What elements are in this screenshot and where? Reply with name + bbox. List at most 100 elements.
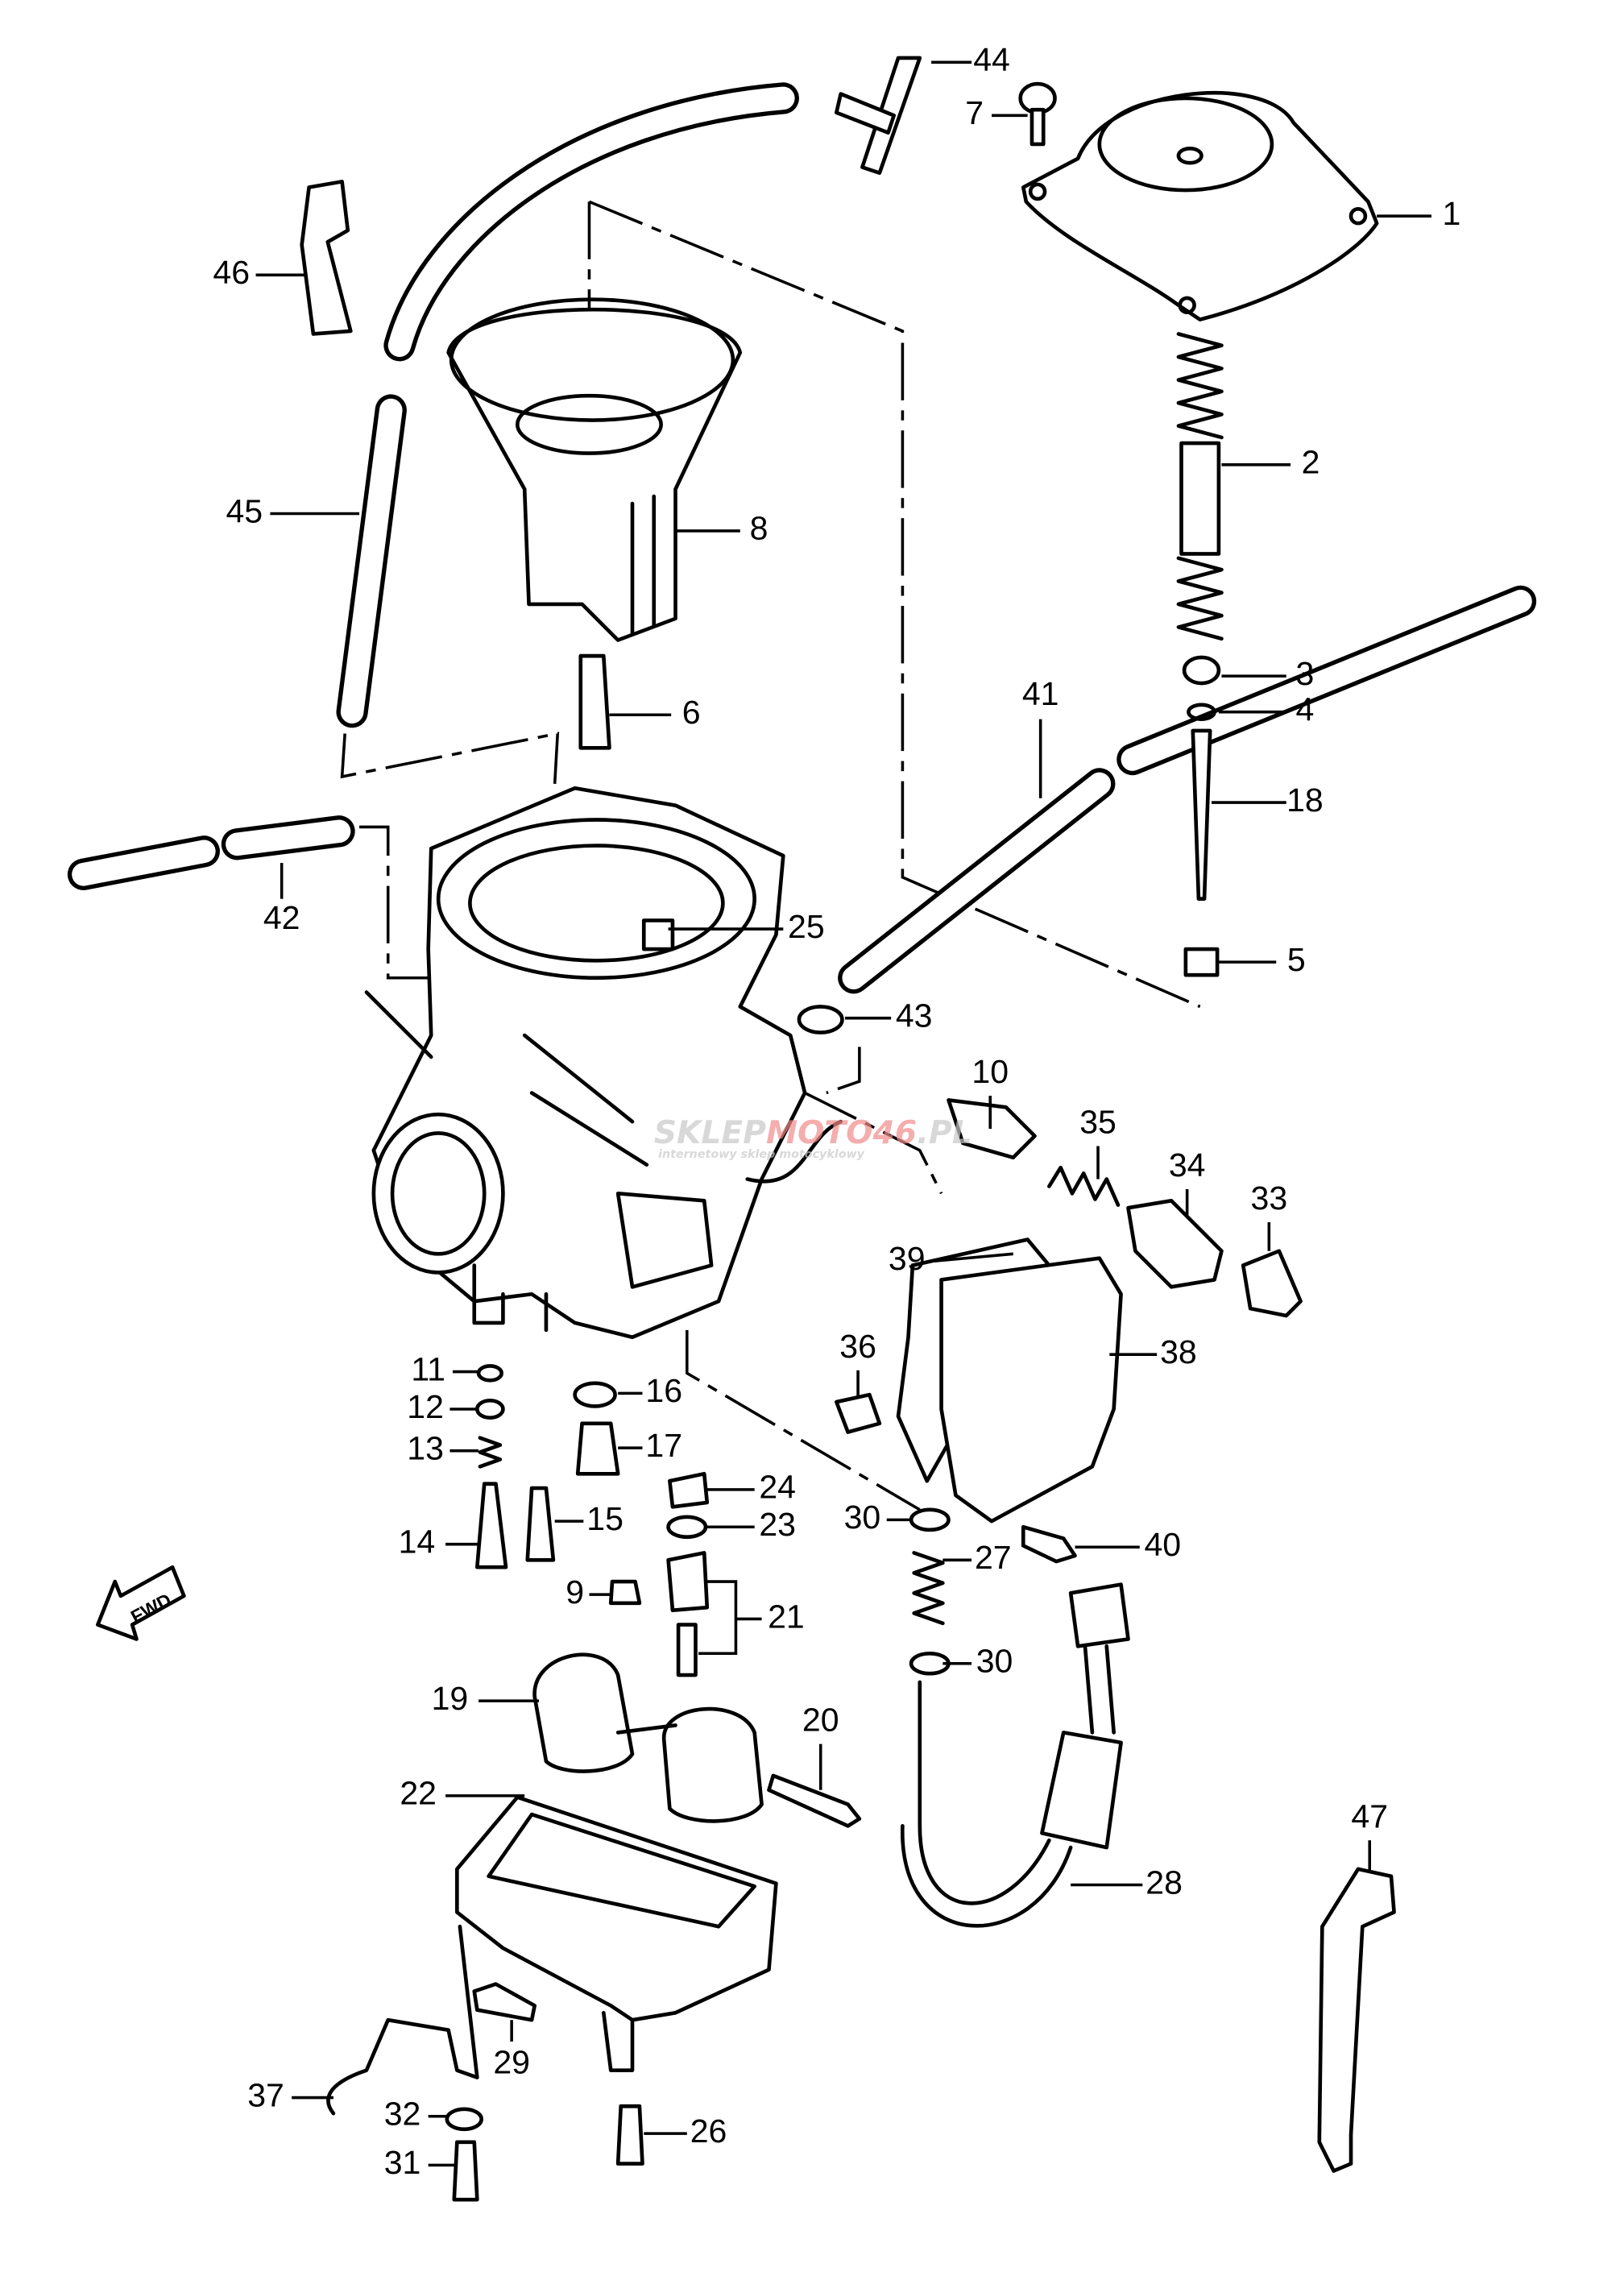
callout-24: 24	[759, 1469, 796, 1506]
callout-1: 1	[1443, 195, 1461, 232]
callout-37: 37	[247, 2076, 284, 2113]
callout-40: 40	[1145, 1526, 1182, 1563]
callout-4: 4	[1296, 691, 1315, 728]
callout-17: 17	[645, 1427, 682, 1464]
float-19b	[661, 1706, 764, 1823]
washer-32	[445, 2107, 483, 2132]
top-cap-1	[1021, 90, 1379, 321]
plug-36	[835, 1392, 882, 1434]
callout-33: 33	[1251, 1180, 1288, 1217]
valve-21	[666, 1551, 710, 1677]
spring-2	[1176, 332, 1224, 641]
callout-10: 10	[972, 1053, 1009, 1090]
cap-33	[1241, 1249, 1303, 1318]
callout-7: 7	[965, 94, 984, 131]
callout-39: 39	[889, 1240, 926, 1277]
callout-5: 5	[1287, 941, 1306, 978]
retainer-3	[1182, 655, 1221, 686]
screw-29	[472, 1982, 536, 2022]
callout-15: 15	[586, 1500, 624, 1537]
callout-19: 19	[432, 1680, 469, 1717]
callout-35: 35	[1079, 1104, 1116, 1141]
hose-45	[336, 394, 407, 728]
callout-25: 25	[788, 908, 825, 945]
callout-30b: 30	[976, 1643, 1013, 1680]
screw-7	[1018, 81, 1057, 147]
fwd-arrow-icon: FWD	[95, 1565, 186, 1641]
spring-27	[912, 1551, 945, 1626]
callout-11: 11	[411, 1350, 445, 1387]
callout-22: 22	[400, 1775, 437, 1812]
callout-20: 20	[802, 1702, 839, 1739]
float-bowl	[455, 1795, 778, 2072]
spring-13	[478, 1436, 503, 1469]
cover-38	[939, 1256, 1123, 1524]
callout-12: 12	[407, 1388, 444, 1425]
washer-16	[573, 1381, 617, 1408]
callout-labels: 1 2 3 4 5 6 7 8 9 10 11 12 13 14 15 16 1…	[213, 41, 1460, 2181]
callout-16: 16	[645, 1372, 682, 1409]
callout-13: 13	[407, 1430, 444, 1467]
jet-needle-18	[1191, 728, 1212, 901]
leader-lines	[255, 60, 1431, 2167]
diaphragm-piston-8	[446, 297, 743, 642]
callout-26: 26	[690, 2112, 727, 2150]
callout-44: 44	[973, 41, 1010, 78]
washer-11	[476, 1364, 503, 1383]
washer-30	[909, 1507, 951, 1532]
washer-23	[666, 1515, 708, 1540]
cap-24	[668, 1471, 710, 1509]
o-ring-43	[797, 1005, 844, 1034]
screw-26	[615, 2104, 644, 2166]
hose-41	[838, 585, 1537, 994]
callout-34: 34	[1169, 1146, 1206, 1184]
callout-43: 43	[896, 997, 933, 1034]
float-19	[532, 1652, 635, 1773]
clip-46	[300, 180, 353, 336]
callout-36: 36	[839, 1328, 876, 1365]
callout-46: 46	[213, 254, 250, 291]
jet-6	[578, 653, 611, 750]
screw-9	[608, 1579, 642, 1606]
callout-41: 41	[1022, 675, 1059, 712]
callout-18: 18	[1286, 782, 1324, 819]
callout-32: 32	[384, 2096, 421, 2133]
callout-6: 6	[682, 694, 701, 731]
callout-29: 29	[493, 2043, 530, 2080]
svg-text:internetowy sklep motocyklowy: internetowy sklep motocyklowy	[658, 1148, 865, 1161]
hose-top-arc	[383, 82, 799, 362]
watermark-logo: SKLEPMOTO46.PL internetowy sklep motocyk…	[654, 1115, 972, 1161]
bracket-37	[326, 1924, 479, 2116]
screw-31	[452, 2140, 479, 2202]
callout-42: 42	[263, 899, 300, 936]
bracket-47	[1317, 1867, 1396, 2173]
callout-30: 30	[844, 1499, 881, 1536]
e-clip-4	[1187, 703, 1216, 721]
callout-31: 31	[384, 2144, 421, 2181]
pin-20	[767, 1773, 862, 1828]
jet-14	[474, 1482, 508, 1569]
svg-text:SKLEPMOTO46.PL: SKLEPMOTO46.PL	[654, 1115, 972, 1151]
callout-38: 38	[1160, 1333, 1197, 1370]
spring-35	[1047, 1165, 1121, 1207]
jet-holder-17	[575, 1421, 620, 1476]
callout-47: 47	[1351, 1797, 1388, 1835]
cable-28	[901, 1582, 1130, 1928]
washer-12	[474, 1398, 505, 1420]
callout-21: 21	[768, 1598, 805, 1635]
callout-9: 9	[566, 1573, 584, 1611]
screw-40	[1021, 1524, 1077, 1564]
callout-45: 45	[226, 492, 263, 529]
washer-5	[1183, 947, 1220, 977]
callout-8: 8	[750, 510, 768, 547]
callout-14: 14	[399, 1524, 436, 1561]
jet-15	[525, 1486, 556, 1562]
callout-28: 28	[1146, 1864, 1183, 1901]
callout-27: 27	[975, 1539, 1012, 1576]
fitting-34	[1126, 1198, 1224, 1289]
callout-2: 2	[1302, 444, 1320, 481]
carburetor-body	[364, 786, 843, 1340]
callout-23: 23	[759, 1506, 796, 1543]
callout-3: 3	[1296, 655, 1315, 692]
t-joint-44	[835, 56, 922, 175]
